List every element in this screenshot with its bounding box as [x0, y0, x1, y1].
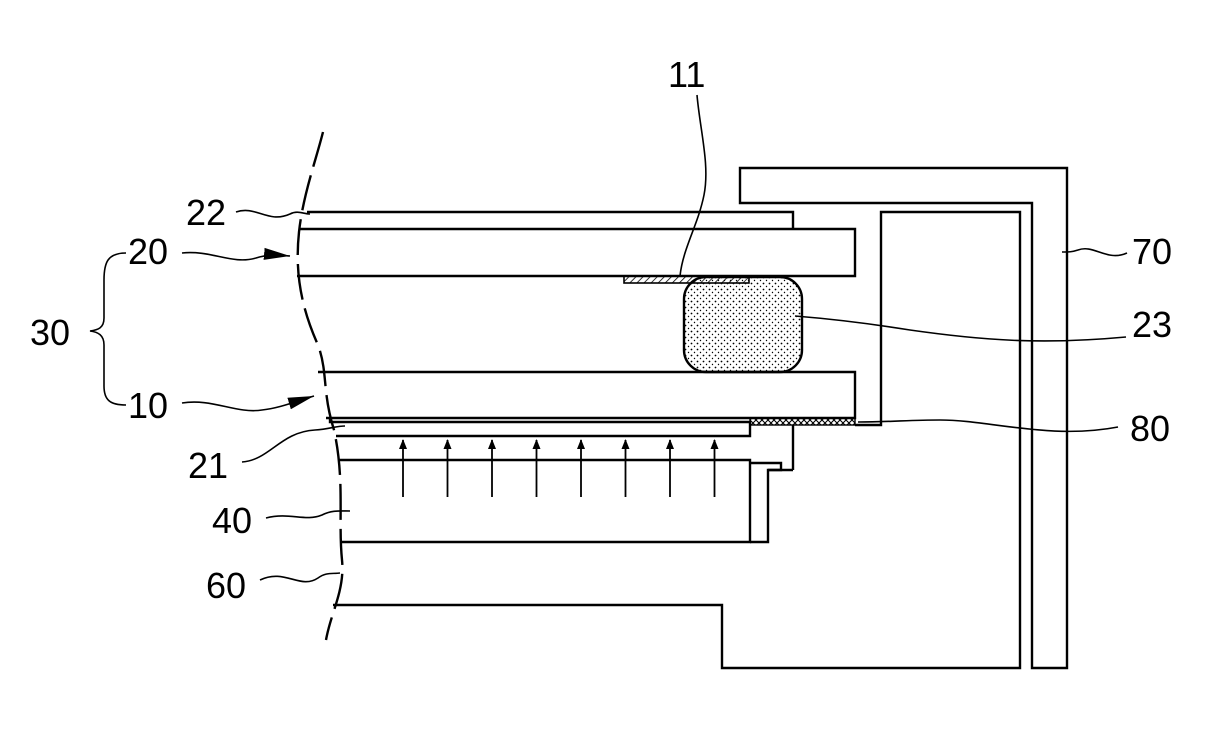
label-70: 70 [1132, 231, 1172, 272]
label-20: 20 [128, 231, 168, 272]
label-21: 21 [188, 445, 228, 486]
sealant-23 [684, 277, 802, 372]
label-23: 23 [1132, 304, 1172, 345]
light-arrows [403, 440, 715, 497]
lower-polarizer-21 [330, 418, 750, 436]
label-11: 11 [668, 54, 705, 95]
leader-23 [795, 316, 1126, 341]
brace-30 [90, 253, 126, 405]
leader-21 [242, 426, 345, 462]
leader-22 [236, 210, 310, 217]
label-80: 80 [1130, 408, 1170, 449]
backlight-lip [750, 463, 781, 542]
label-30: 30 [30, 312, 70, 353]
label-22: 22 [186, 192, 226, 233]
upper-substrate-20 [297, 229, 855, 276]
upper-polarizer-22 [307, 212, 793, 229]
label-10: 10 [128, 385, 168, 426]
leader-10 [182, 396, 314, 411]
leader-80 [858, 420, 1118, 431]
leader-60 [260, 573, 340, 582]
leader-11 [680, 95, 706, 276]
label-60: 60 [206, 565, 246, 606]
conductive-layer-80 [750, 418, 855, 425]
lower-substrate-10 [318, 372, 855, 418]
label-40: 40 [212, 500, 252, 541]
break-line [298, 132, 343, 640]
leader-40 [266, 511, 350, 518]
backlight-unit-40 [338, 460, 750, 542]
leader-20 [182, 253, 290, 260]
leader-70 [1062, 249, 1127, 256]
